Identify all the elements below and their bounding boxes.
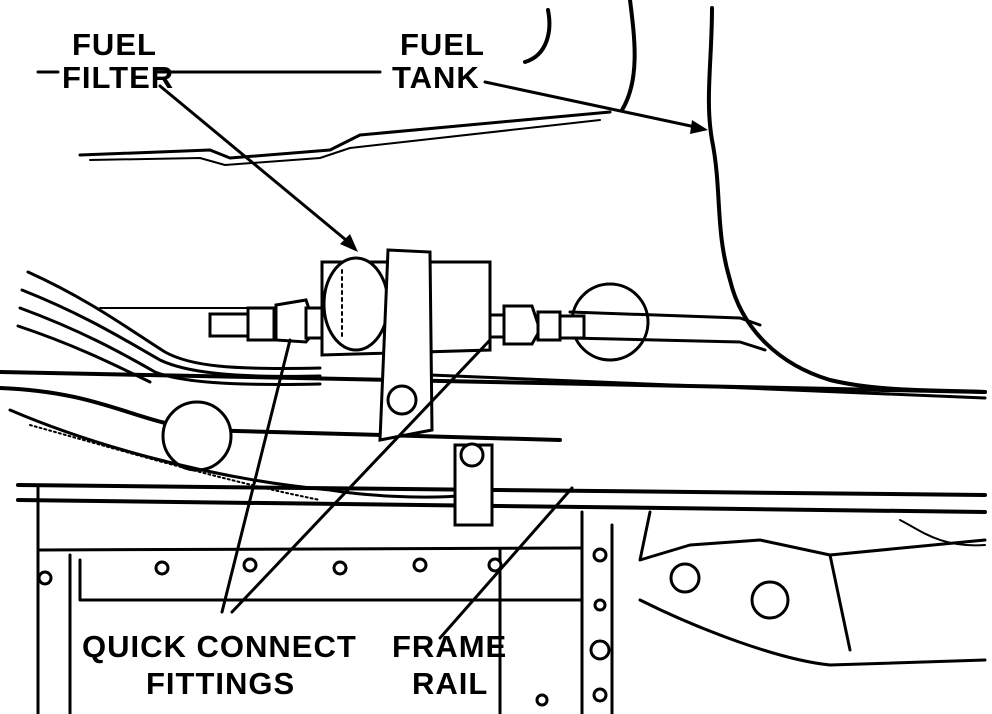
fuel-filter-label-line1: FUEL [72, 27, 157, 62]
quick-connect-label-line1: QUICK CONNECT [82, 629, 357, 664]
quick-connect-right [502, 304, 542, 346]
fuel-filter [208, 248, 586, 442]
fuel-line-right [568, 282, 767, 362]
fuel-tank [78, 0, 987, 394]
bracket-post [453, 442, 494, 527]
crossmember-hole [161, 400, 233, 472]
crossmember [0, 370, 987, 501]
leader-lines [36, 70, 708, 640]
fuel-filter-label-line2: FILTER [62, 60, 174, 95]
fuel-tank-label-line1: FUEL [400, 27, 485, 62]
fuel-tank-label-line2: TANK [392, 60, 480, 95]
frame-rail-label-line1: FRAME [392, 629, 507, 664]
frame-rail [16, 483, 987, 714]
labels: FUEL FILTER FUEL TANK QUICK CONNECT FITT… [62, 27, 507, 701]
frame-rail-label-line2: RAIL [412, 666, 488, 701]
quick-connect-label-line2: FITTINGS [146, 666, 295, 701]
